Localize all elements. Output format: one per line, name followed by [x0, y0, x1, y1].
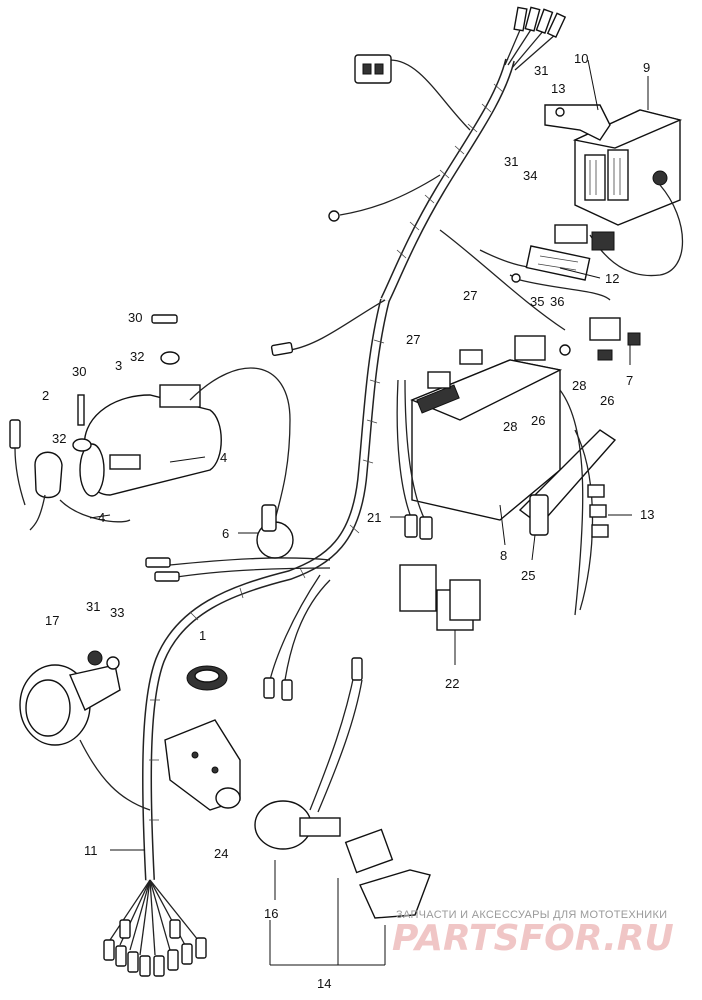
label-part-3: 3 — [115, 358, 122, 373]
label-part-32a: 32 — [130, 349, 144, 364]
grommet — [186, 665, 228, 691]
coil-bolts — [72, 314, 180, 452]
label-part-35: 35 — [530, 294, 544, 309]
label-part-26b: 26 — [531, 413, 545, 428]
leader-lines — [89, 59, 649, 851]
label-part-17: 17 — [45, 613, 59, 628]
label-part-4a: 4 — [220, 450, 227, 465]
harness-top-connectors — [328, 6, 567, 222]
label-part-32b: 32 — [52, 431, 66, 446]
label-part-31a: 31 — [534, 63, 548, 78]
label-part-6: 6 — [222, 526, 229, 541]
label-part-14: 14 — [317, 976, 331, 991]
label-part-16: 16 — [264, 906, 278, 921]
watermark-logo: PARTSFOR.RU — [392, 918, 674, 959]
watermark-caption: ЗАПЧАСТИ И АКСЕССУАРЫ ДЛЯ МОТОТЕХНИКИ — [396, 909, 667, 921]
label-part-1: 1 — [199, 628, 206, 643]
label-part-2: 2 — [42, 388, 49, 403]
label-part-8: 8 — [500, 548, 507, 563]
label-part-22: 22 — [445, 676, 459, 691]
label-part-36: 36 — [550, 294, 564, 309]
label-part-28a: 28 — [572, 378, 586, 393]
harness-branch-wires — [145, 299, 386, 701]
label-part-24: 24 — [214, 846, 228, 861]
label-part-26a: 26 — [600, 393, 614, 408]
starter-relay — [439, 229, 641, 361]
label-part-4b: 4 — [98, 510, 105, 525]
label-part-28b: 28 — [503, 419, 517, 434]
connectors-21-22 — [396, 379, 481, 665]
label-part-30b: 30 — [72, 364, 86, 379]
label-part-7: 7 — [626, 373, 633, 388]
switch-bracket — [164, 719, 241, 811]
label-part-10: 10 — [574, 51, 588, 66]
main-harness — [142, 58, 515, 881]
label-part-27a: 27 — [463, 288, 477, 303]
label-part-11: 11 — [84, 843, 98, 858]
label-part-21: 21 — [367, 510, 381, 525]
label-part-30a: 30 — [128, 310, 142, 325]
harness-end-connectors — [103, 879, 207, 977]
label-part-13b: 13 — [640, 507, 654, 522]
fuse-holder — [479, 224, 615, 301]
label-part-9: 9 — [643, 60, 650, 75]
ignition-switch — [254, 657, 431, 966]
label-part-33: 33 — [110, 605, 124, 620]
part-labels: 1 2 3 4 4 6 7 8 9 10 11 12 13 13 14 16 1… — [42, 51, 654, 991]
plug-cap — [9, 419, 131, 531]
label-part-13a: 13 — [551, 81, 565, 96]
label-part-12: 12 — [605, 271, 619, 286]
battery — [410, 335, 563, 546]
label-part-34: 34 — [523, 168, 537, 183]
speedometer — [19, 650, 151, 811]
battery-strap — [518, 389, 617, 616]
ignition-coil — [79, 367, 294, 559]
bracket — [544, 104, 611, 141]
label-part-25: 25 — [521, 568, 535, 583]
watermark: ЗАПЧАСТИ И АКСЕССУАРЫ ДЛЯ МОТОТЕХНИКИ PA… — [392, 909, 674, 959]
label-part-27b: 27 — [406, 332, 420, 347]
label-part-31b: 31 — [504, 154, 518, 169]
label-part-31c: 31 — [86, 599, 100, 614]
